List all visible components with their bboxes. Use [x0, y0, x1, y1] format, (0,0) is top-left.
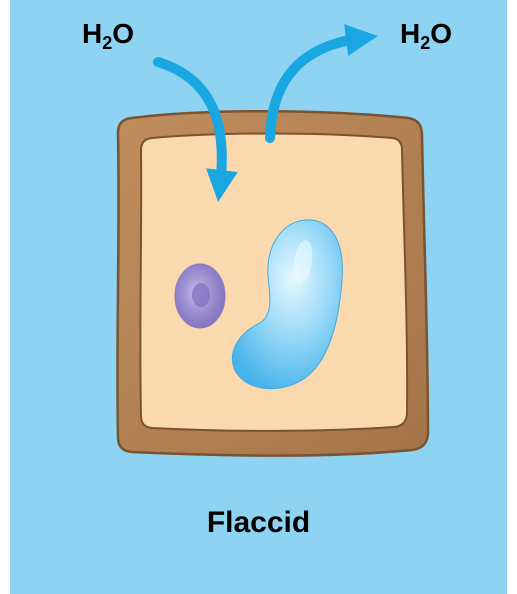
water-label-out: H2O: [400, 20, 452, 48]
nucleus: [175, 264, 225, 328]
water-label-in: H2O: [82, 20, 134, 48]
cell-state-caption: Flaccid: [0, 508, 517, 538]
